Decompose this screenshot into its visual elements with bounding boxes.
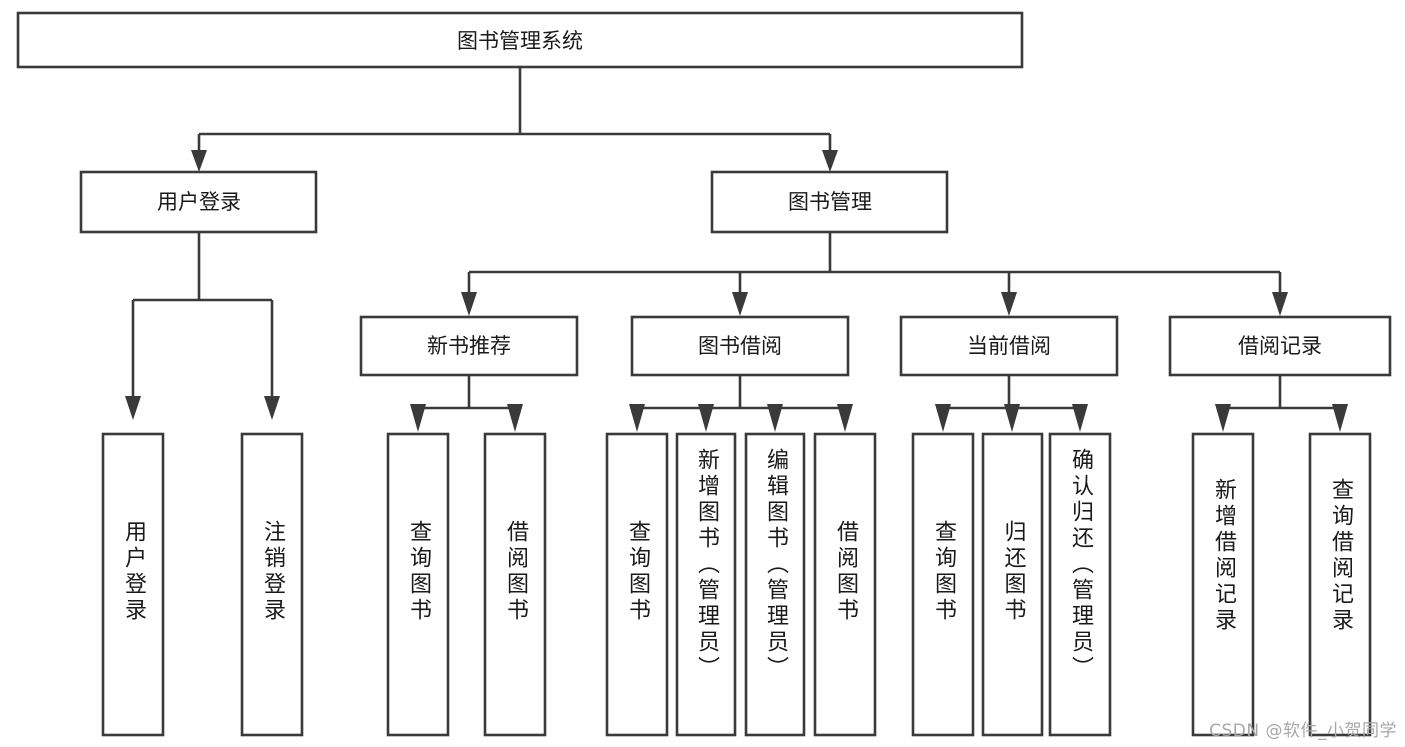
node-leaf-add-book-box[interactable]: [675, 432, 737, 737]
node-leaf-query-book-2-box[interactable]: [605, 432, 669, 737]
connector-borrowrecord-to-leaves: [1221, 375, 1342, 420]
node-current-borrow-label: 当前借阅: [967, 334, 1051, 358]
node-leaf-query-record-box[interactable]: [1308, 432, 1372, 737]
node-new-book-recommend-box[interactable]: [359, 315, 579, 377]
node-leaf-borrow-book-2-box[interactable]: [813, 432, 877, 737]
node-root-box[interactable]: [16, 11, 1024, 69]
node-leaf-add-record-box[interactable]: [1191, 432, 1255, 737]
node-current-borrow-box[interactable]: [899, 315, 1119, 377]
node-book-borrow-box[interactable]: [630, 315, 850, 377]
arrowhead-leaf-query-book-2: [629, 404, 645, 432]
node-leaf-query-book-3-box[interactable]: [911, 432, 975, 737]
arrowhead-leaf-confirm-return: [1072, 404, 1088, 432]
arrowhead-leaf-query-book-3: [935, 404, 951, 432]
node-leaf-user-login-box[interactable]: [101, 432, 165, 737]
node-leaf-user-logout-box[interactable]: [240, 432, 304, 737]
connector-root-to-level1: [197, 67, 832, 158]
node-new-book-recommend-label: 新书推荐: [427, 334, 511, 358]
arrowhead-leaf-return-book: [1004, 404, 1020, 432]
arrowhead-leaf-query-book-1: [410, 404, 426, 432]
node-leaf-query-book-1-box[interactable]: [386, 432, 450, 737]
watermark-text: CSDN @软件_小贺同学: [1209, 721, 1397, 741]
node-user-login-label: 用户登录: [157, 190, 241, 214]
node-leaf-return-book-box[interactable]: [981, 432, 1044, 737]
arrowhead-leaf-add-record: [1215, 404, 1231, 432]
arrowhead-book-borrow: [732, 292, 748, 316]
node-borrow-record-label: 借阅记录: [1238, 334, 1322, 358]
node-group: 图书管理系统 用户登录 图书管理 新书推荐 图书借阅 当前借阅 借阅记录: [16, 11, 1392, 737]
arrowhead-leaf-borrow-book-1: [507, 404, 523, 432]
arrowhead-new-book-recommend: [461, 292, 477, 316]
node-book-borrow-label: 图书借阅: [698, 334, 782, 358]
connector-group: [125, 67, 1348, 432]
connector-bookborrow-to-leaves: [635, 375, 847, 420]
node-root-label: 图书管理系统: [457, 29, 583, 53]
arrowhead-current-borrow: [1001, 292, 1017, 316]
connector-newbook-to-leaves: [416, 375, 517, 420]
arrowhead-user-login: [191, 150, 207, 172]
node-book-manage-label: 图书管理: [788, 190, 872, 214]
node-borrow-record-box[interactable]: [1168, 315, 1392, 377]
node-leaf-borrow-book-1-box[interactable]: [483, 432, 547, 737]
connector-bookmanage-to-level2: [467, 232, 1282, 300]
connector-userlogin-to-leaves: [131, 232, 274, 400]
arrowhead-leaf-add-book: [698, 404, 714, 432]
arrowhead-leaf-edit-book: [767, 404, 783, 432]
node-leaf-confirm-return-box[interactable]: [1048, 432, 1112, 737]
arrowhead-leaf-borrow-book-2: [837, 404, 853, 432]
arrowhead-leaf-user-login: [125, 396, 141, 420]
arrowhead-book-manage: [822, 150, 838, 172]
node-book-manage-box[interactable]: [710, 170, 949, 234]
arrowhead-borrow-record: [1272, 292, 1288, 316]
node-user-login-box[interactable]: [79, 170, 318, 234]
arrowhead-leaf-query-record: [1332, 404, 1348, 432]
node-leaf-edit-book-box[interactable]: [744, 432, 806, 737]
arrowhead-leaf-user-logout: [264, 396, 280, 420]
